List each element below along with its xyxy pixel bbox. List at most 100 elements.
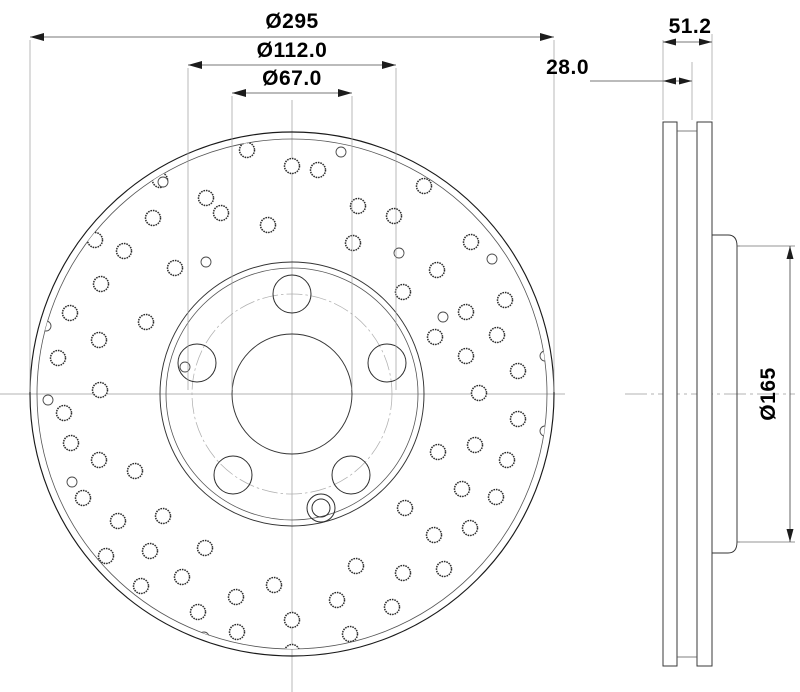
drill-hole <box>496 291 514 309</box>
drill-hole <box>394 283 412 301</box>
arrow-top-hub-dia <box>786 246 794 259</box>
arrow-right-disc-thickness <box>679 77 692 85</box>
drill-hole <box>347 557 365 575</box>
drill-hole <box>115 242 133 260</box>
arrow-right-outer <box>540 33 554 41</box>
arrow-left-bolt <box>188 61 202 69</box>
cross-drilled-pattern <box>40 141 547 662</box>
drill-hole <box>349 197 367 215</box>
dim-label-overall-thickness: 51.2 <box>669 15 712 38</box>
drill-hole <box>132 577 150 595</box>
disc-outer-edge <box>29 131 555 657</box>
drill-hole <box>498 451 516 469</box>
dim-label-outer-diameter: Ø295 <box>265 10 318 33</box>
drill-hole <box>154 507 172 525</box>
hub-profile <box>712 234 738 554</box>
bolt-hole-4 <box>331 455 371 495</box>
side-view <box>625 121 795 667</box>
drill-hole <box>126 462 144 480</box>
drill-hole <box>328 591 346 609</box>
bolt-hole-2 <box>177 343 217 383</box>
drill-hole <box>428 261 446 279</box>
drill-hole <box>426 328 444 346</box>
drill-hole <box>61 304 79 322</box>
drill-hole <box>462 233 480 251</box>
bolt-hole-group <box>177 274 407 495</box>
drill-hole-small <box>462 587 474 599</box>
drill-hole <box>488 326 506 344</box>
front-view <box>29 131 555 662</box>
drill-hole-small <box>42 394 54 406</box>
arrow-left-overall <box>663 38 676 46</box>
drill-hole <box>394 564 412 582</box>
drill-hole <box>166 259 184 277</box>
drill-hole-small <box>66 476 78 488</box>
arrow-right-bolt <box>382 61 396 69</box>
drill-hole <box>487 488 505 506</box>
drill-hole <box>92 275 110 293</box>
center-bore <box>231 333 353 455</box>
drill-hole <box>137 313 155 331</box>
drill-hole-small <box>200 256 212 268</box>
drill-hole <box>228 623 246 641</box>
drill-hole <box>457 303 475 321</box>
drill-hole <box>429 443 447 461</box>
drill-hole-small <box>335 146 347 158</box>
drill-hole <box>466 436 484 454</box>
drill-hole-small <box>518 518 530 530</box>
drill-hole-small <box>289 653 298 662</box>
locating-pin-hole <box>306 493 336 523</box>
drill-hole <box>396 499 414 517</box>
locating-hole-outer <box>306 493 336 523</box>
drill-hole <box>227 588 245 606</box>
drill-hole-small <box>115 588 127 600</box>
drill-hole <box>49 349 67 367</box>
drill-hole <box>383 598 401 616</box>
arrow-left-bore <box>232 89 246 97</box>
arrow-bottom-hub-dia <box>786 529 794 542</box>
drill-hole <box>435 560 453 578</box>
drill-hole <box>173 568 191 586</box>
drill-hole <box>457 347 475 365</box>
drill-hole <box>344 234 362 252</box>
friction-plate-outboard <box>696 121 713 667</box>
bolt-hole-5 <box>367 343 407 383</box>
dim-label-disc-thickness: 28.0 <box>546 56 589 79</box>
drill-hole <box>425 526 443 544</box>
drill-hole <box>86 231 104 249</box>
front-view-dimensions: Ø295 Ø112.0 Ø67.0 <box>29 10 555 392</box>
drill-hole <box>453 480 471 498</box>
bolt-pitch-circle <box>191 293 393 495</box>
dim-label-hub-diameter: Ø165 <box>757 367 780 420</box>
friction-plate-inboard <box>662 121 678 667</box>
drill-hole <box>309 161 327 179</box>
drill-hole <box>97 547 115 565</box>
drill-hole-small <box>486 253 498 265</box>
drill-hole <box>196 539 214 557</box>
drill-hole <box>283 611 301 629</box>
drill-hole <box>509 410 527 428</box>
drill-hole <box>259 216 277 234</box>
drill-hole <box>212 204 230 222</box>
locating-hole-inner <box>311 498 331 518</box>
bolt-hole-1 <box>272 274 312 314</box>
drill-hole <box>283 643 301 649</box>
drill-hole <box>109 512 127 530</box>
hub-outer-edge <box>159 261 425 527</box>
drill-hole <box>415 177 433 195</box>
drill-hole <box>509 362 527 380</box>
drill-hole <box>341 625 359 643</box>
dim-label-bolt-circle: Ø112.0 <box>257 39 328 62</box>
drill-hole <box>91 381 109 399</box>
drill-hole <box>265 576 283 594</box>
drill-hole <box>238 141 256 159</box>
drill-hole <box>385 207 403 225</box>
drill-hole <box>90 451 108 469</box>
drill-hole-small <box>437 311 449 323</box>
drill-hole <box>461 519 479 537</box>
drill-hole <box>144 209 162 227</box>
drill-hole <box>141 542 159 560</box>
drill-hole <box>189 603 207 621</box>
